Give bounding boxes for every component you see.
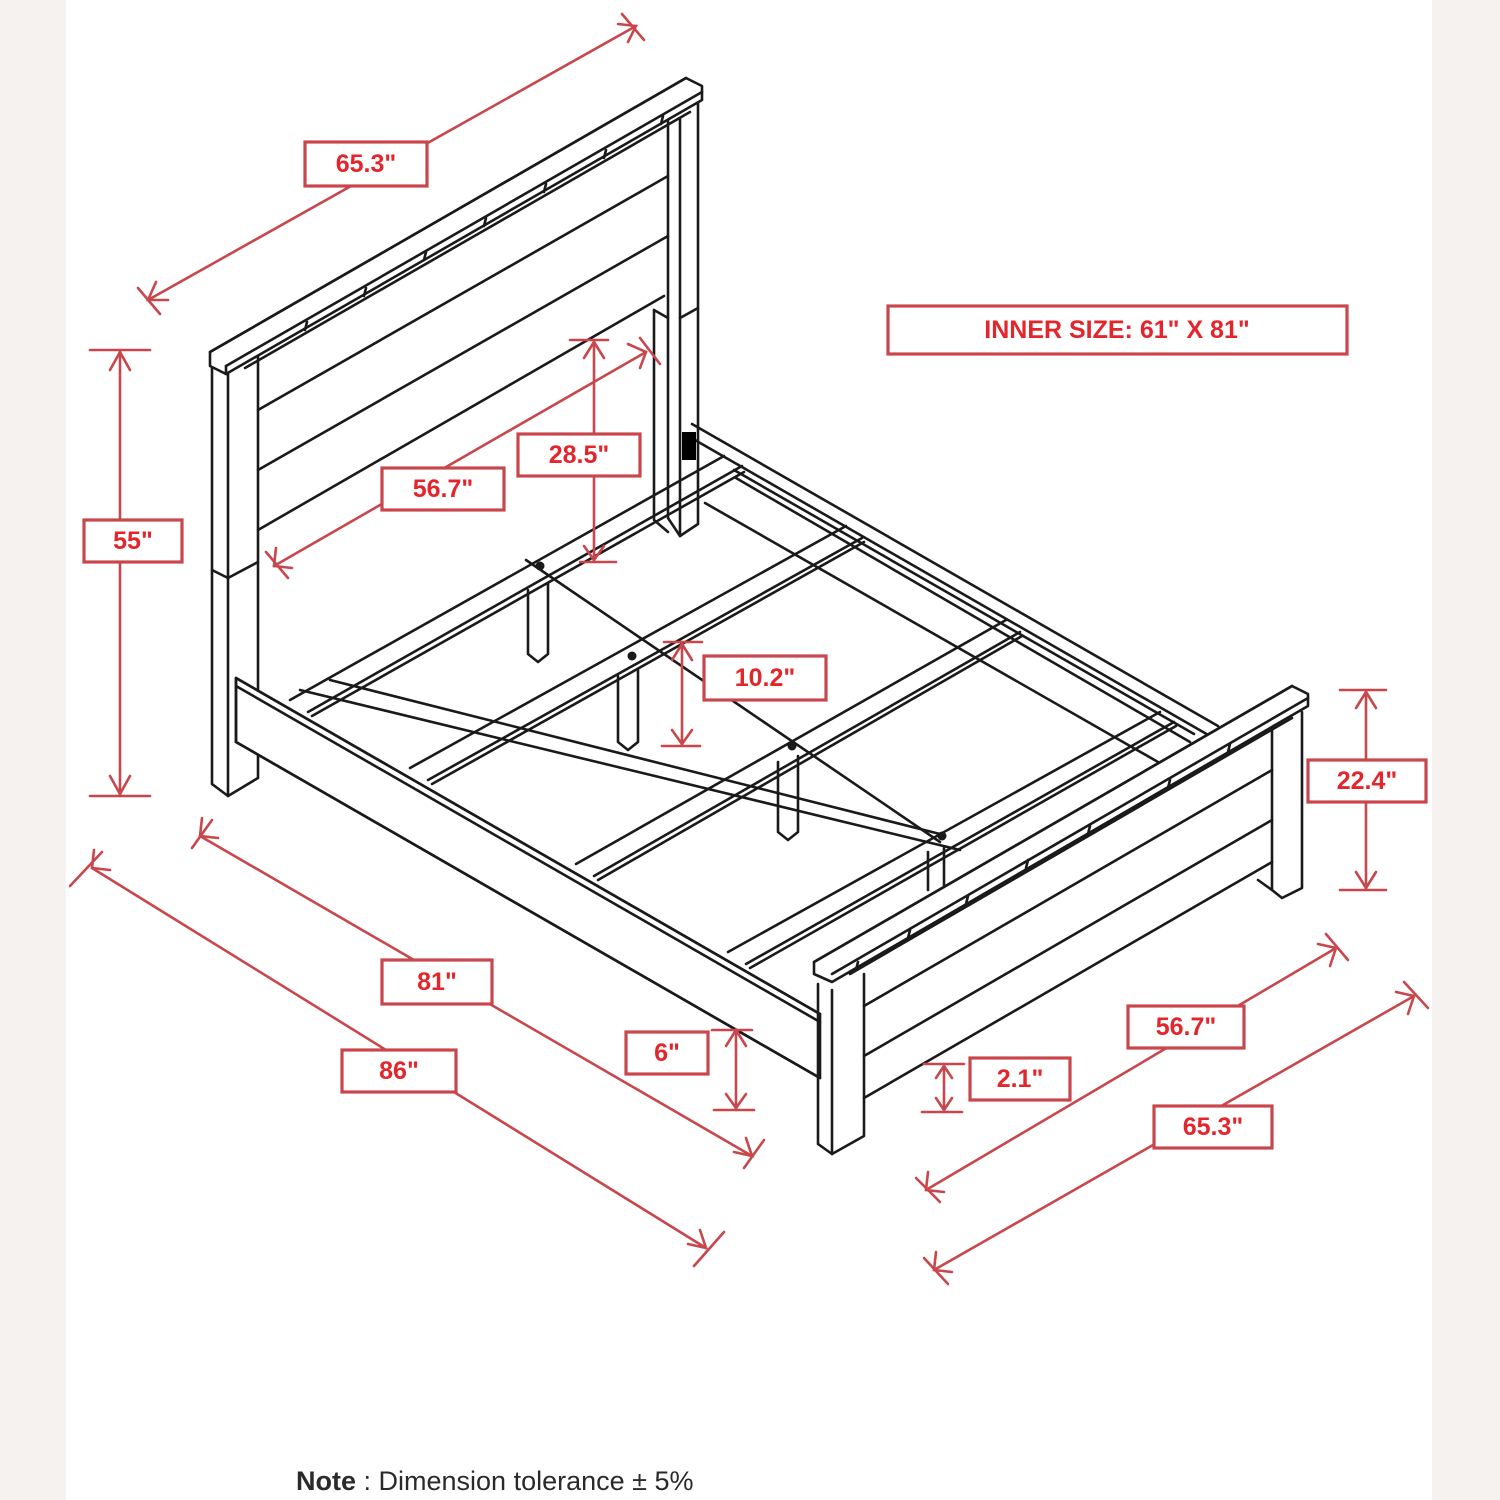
label-headboard-width: 65.3": [303, 140, 429, 188]
label-side-rail-length: 81": [380, 958, 494, 1006]
headboard-top-cap: [208, 76, 704, 376]
dimension-lines: [68, 12, 1430, 1286]
label-footboard-panel-width: 56.7": [1126, 1004, 1246, 1050]
headboard-right-post: [652, 88, 700, 538]
label-headboard-panel-width: 56.7": [380, 466, 506, 512]
rail-height-value: 6": [654, 1039, 680, 1067]
label-footboard-clearance: 2.1": [968, 1056, 1072, 1102]
label-rail-height: 6": [624, 1030, 710, 1076]
label-footboard-height: 22.4": [1306, 758, 1428, 804]
footboard-height-value: 22.4": [1337, 767, 1398, 795]
headboard-panel-height-value: 28.5": [549, 441, 610, 469]
footboard: [812, 684, 1310, 1156]
slats: [288, 454, 1178, 970]
note-separator: :: [356, 1466, 379, 1496]
note-text: Dimension tolerance ± 5%: [378, 1466, 694, 1496]
far-side-rail: [682, 422, 1220, 764]
inner-size-value: INNER SIZE: 61" X 81": [984, 316, 1249, 344]
label-footboard-width: 65.3": [1152, 1104, 1274, 1150]
label-overall-length: 86": [340, 1048, 458, 1094]
label-inner-size: INNER SIZE: 61" X 81": [886, 304, 1349, 356]
headboard-width-value: 65.3": [336, 150, 397, 178]
headboard-planks: [256, 174, 670, 532]
near-side-rail: [234, 676, 822, 1080]
overall-length-value: 86": [379, 1057, 419, 1085]
headboard-panel-width-value: 56.7": [413, 475, 474, 503]
footboard-panel-width-value: 56.7": [1156, 1013, 1217, 1041]
headboard-left-post: [210, 350, 260, 798]
center-legs: [526, 561, 947, 892]
note-label: Note: [296, 1466, 356, 1496]
label-center-leg-height: 10.2": [702, 654, 828, 702]
bed-frame-illustration: [208, 76, 1310, 1156]
footboard-width-value: 65.3": [1183, 1113, 1244, 1141]
label-headboard-height: 55": [82, 518, 184, 564]
tolerance-note: Note : Dimension tolerance ± 5%: [296, 1466, 694, 1497]
center-leg-height-value: 10.2": [735, 664, 796, 692]
side-rail-length-value: 81": [417, 968, 457, 996]
footboard-clearance-value: 2.1": [997, 1065, 1044, 1093]
headboard-height-value: 55": [113, 527, 153, 555]
label-headboard-panel-height: 28.5": [516, 432, 642, 478]
